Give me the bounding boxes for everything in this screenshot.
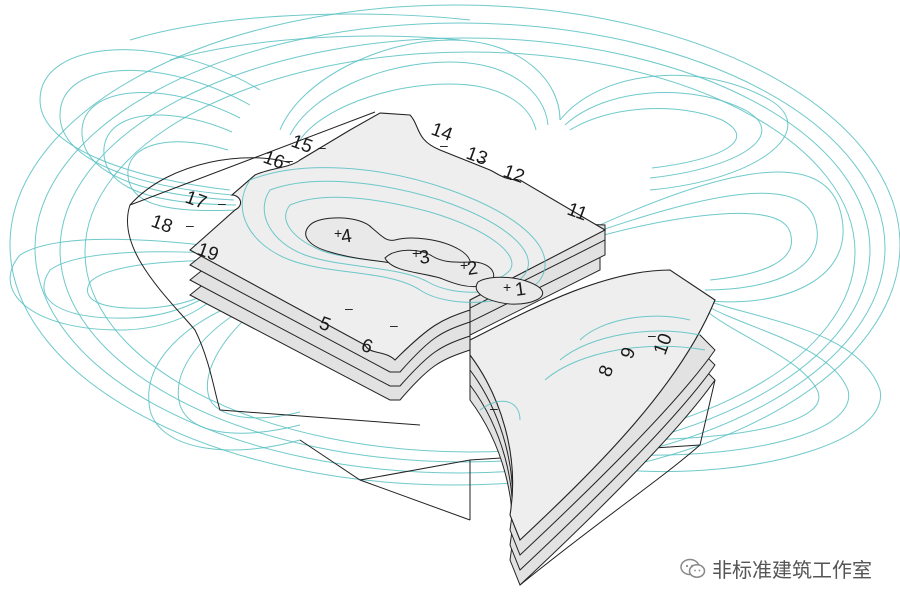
- label-3: 3: [418, 247, 431, 269]
- slab-contours: [241, 167, 546, 305]
- minus-marker: –: [390, 317, 398, 333]
- plus-marker: +: [460, 257, 468, 273]
- minus-marker: –: [218, 195, 226, 211]
- top-field-contours: [129, 13, 561, 141]
- base-plane-bottom: [299, 379, 716, 586]
- minus-marker: –: [490, 400, 498, 416]
- wechat-icon: [680, 558, 706, 578]
- charge-markers: + + + + – – – – – – – – – – –: [186, 137, 656, 416]
- right-field-contours: [559, 74, 881, 473]
- watermark: 非标准建筑工作室: [680, 554, 872, 583]
- minus-marker: –: [478, 152, 486, 168]
- label-2: 2: [466, 258, 479, 280]
- lower-slab-stack: [469, 269, 716, 586]
- minus-marker: –: [648, 327, 656, 343]
- minus-marker: –: [186, 217, 194, 233]
- room-1: [475, 276, 543, 305]
- top-slab: [189, 112, 607, 361]
- minus-marker: –: [285, 152, 293, 168]
- plus-marker: +: [334, 225, 342, 241]
- label-4: 4: [340, 226, 354, 248]
- watermark-text: 非标准建筑工作室: [712, 558, 872, 582]
- minus-marker: –: [318, 139, 326, 155]
- minus-marker: –: [440, 137, 448, 153]
- minus-marker: –: [510, 170, 518, 186]
- plus-marker: +: [503, 279, 511, 295]
- label-18: 18: [148, 211, 175, 238]
- label-1: 1: [514, 279, 527, 301]
- room-3-2: [384, 249, 495, 288]
- curved-top-slab: [469, 269, 716, 541]
- minus-marker: –: [345, 300, 353, 316]
- plus-marker: +: [412, 245, 420, 261]
- base-plane-left: [127, 111, 421, 426]
